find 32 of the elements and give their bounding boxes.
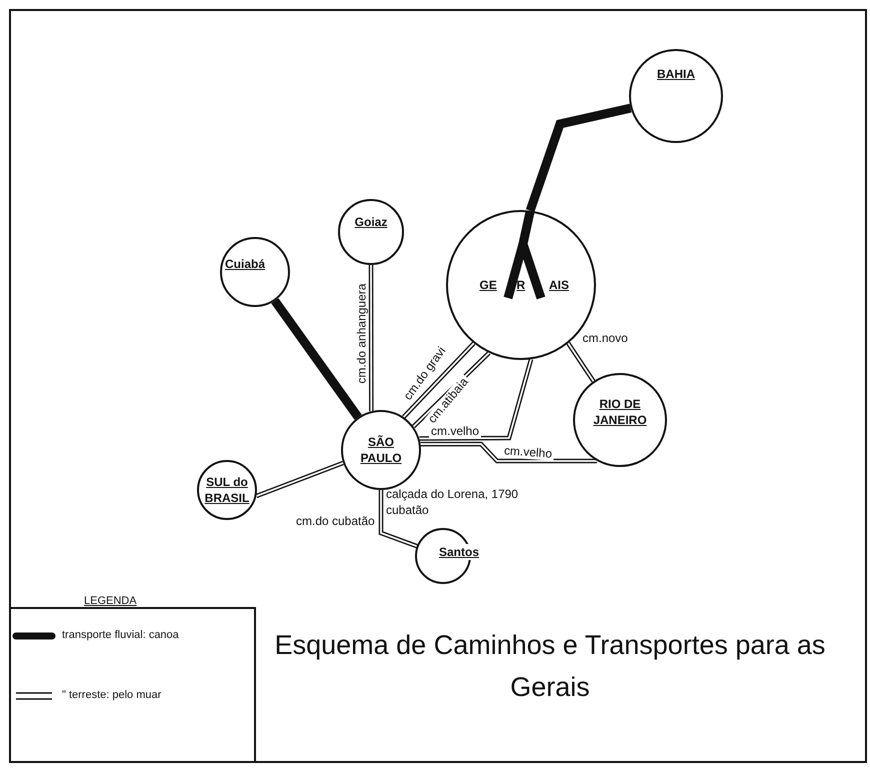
place-name: R bbox=[516, 277, 526, 294]
place-circle bbox=[197, 460, 257, 520]
route-note: calçada do Lorena, 1790 cubatão bbox=[386, 487, 520, 518]
place-circle bbox=[341, 410, 421, 490]
place-name: SUL do BRASIL bbox=[204, 474, 250, 506]
road-route bbox=[420, 442, 597, 464]
road-route bbox=[256, 460, 344, 498]
place-name: GE bbox=[480, 277, 497, 294]
edge-label: cm.do anhanguera bbox=[355, 281, 369, 386]
road-route bbox=[368, 265, 374, 412]
road-route bbox=[566, 342, 596, 382]
road-route bbox=[378, 490, 418, 548]
place-name: Goiaz bbox=[354, 214, 388, 230]
edge-label: cm.do cubatão bbox=[294, 514, 377, 528]
place-circle bbox=[220, 237, 290, 307]
legend-heading: LEGENDA bbox=[84, 594, 137, 608]
place-circle bbox=[338, 199, 404, 265]
river-route bbox=[271, 298, 362, 420]
legend-text: " terreste: pelo muar bbox=[62, 688, 162, 702]
edge-label: cm.velho bbox=[429, 424, 482, 438]
place-name: RIO DE JANEIRO bbox=[592, 396, 648, 428]
road-route bbox=[402, 342, 476, 419]
legend-text: transporte fluvial: canoa bbox=[62, 628, 180, 642]
road-route bbox=[419, 358, 534, 441]
place-circle bbox=[573, 373, 667, 467]
place-name: Cuiabá bbox=[224, 256, 266, 272]
diagram-title: Esquema de Caminhos e Transportes para as Gerais bbox=[274, 629, 826, 704]
place-circle bbox=[629, 49, 723, 143]
place-name: Santos bbox=[438, 544, 480, 560]
place-name: BAHIA bbox=[657, 66, 695, 82]
place-name: SÃO PAULO bbox=[359, 434, 403, 466]
place-name: AIS bbox=[549, 277, 570, 294]
